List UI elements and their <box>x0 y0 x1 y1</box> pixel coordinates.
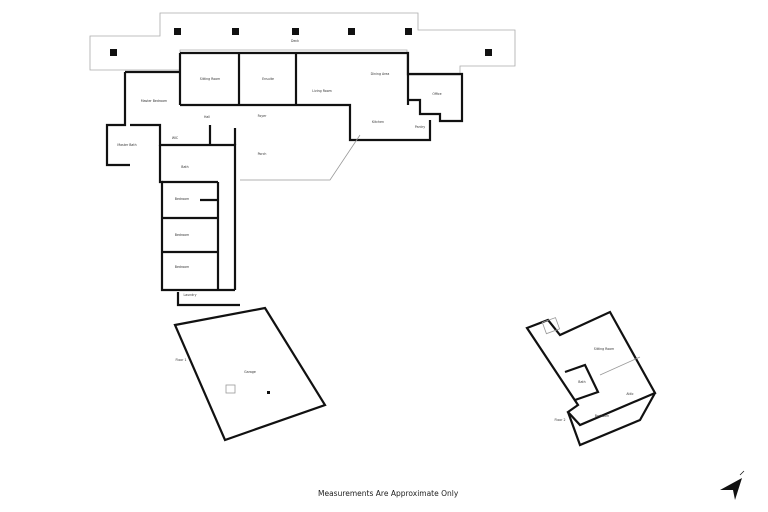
room-label-bedroom-1: Bedroom <box>175 197 189 201</box>
room-label-bedroom-3: Bedroom <box>175 265 189 269</box>
room-label-upper-bath: Bath <box>578 380 585 384</box>
room-label-ensuite: Ensuite <box>262 77 274 81</box>
floor-label-2: Floor 2 <box>555 418 566 422</box>
room-label-bath: Bath <box>181 165 188 169</box>
deck-posts <box>110 28 492 56</box>
room-label-deck: Deck <box>291 39 299 43</box>
room-label-master-bath: Master Bath <box>117 143 136 147</box>
north-arrow-icon <box>720 470 745 500</box>
room-label-upper-attic: Attic <box>626 392 634 396</box>
room-label-sitting-room: Sitting Room <box>200 77 220 81</box>
room-label-porch: Porch <box>258 152 267 156</box>
garage-fixture <box>225 384 236 394</box>
room-label-kitchen: Kitchen <box>372 120 384 124</box>
room-label-upper-sitting: Sitting Room <box>594 347 614 351</box>
main-floor-walls <box>105 51 464 307</box>
room-label-hall: Hall <box>204 115 210 119</box>
garage-drain <box>267 391 270 394</box>
room-label-dining-area: Dining Area <box>371 72 390 76</box>
room-label-garage: Garage <box>244 370 256 374</box>
room-label-master-bedroom: Master Bedroom <box>141 99 167 103</box>
room-label-upper-bedroom: Bedroom <box>595 414 609 418</box>
measurement-disclaimer: Measurements Are Approximate Only <box>318 489 459 498</box>
room-label-laundry: Laundry <box>184 293 197 297</box>
room-label-wic: WIC <box>172 136 179 140</box>
room-label-bedroom-2: Bedroom <box>175 233 189 237</box>
deck-outline <box>89 12 516 76</box>
room-label-office: Office <box>432 92 441 96</box>
room-label-foyer: Foyer <box>258 114 268 118</box>
room-label-pantry: Pantry <box>415 125 425 129</box>
room-label-living-room: Living Room <box>312 89 332 93</box>
upper-floor-walls <box>525 310 657 447</box>
garage-walls <box>173 306 327 442</box>
floor-label-1: Floor 1 <box>176 358 187 362</box>
